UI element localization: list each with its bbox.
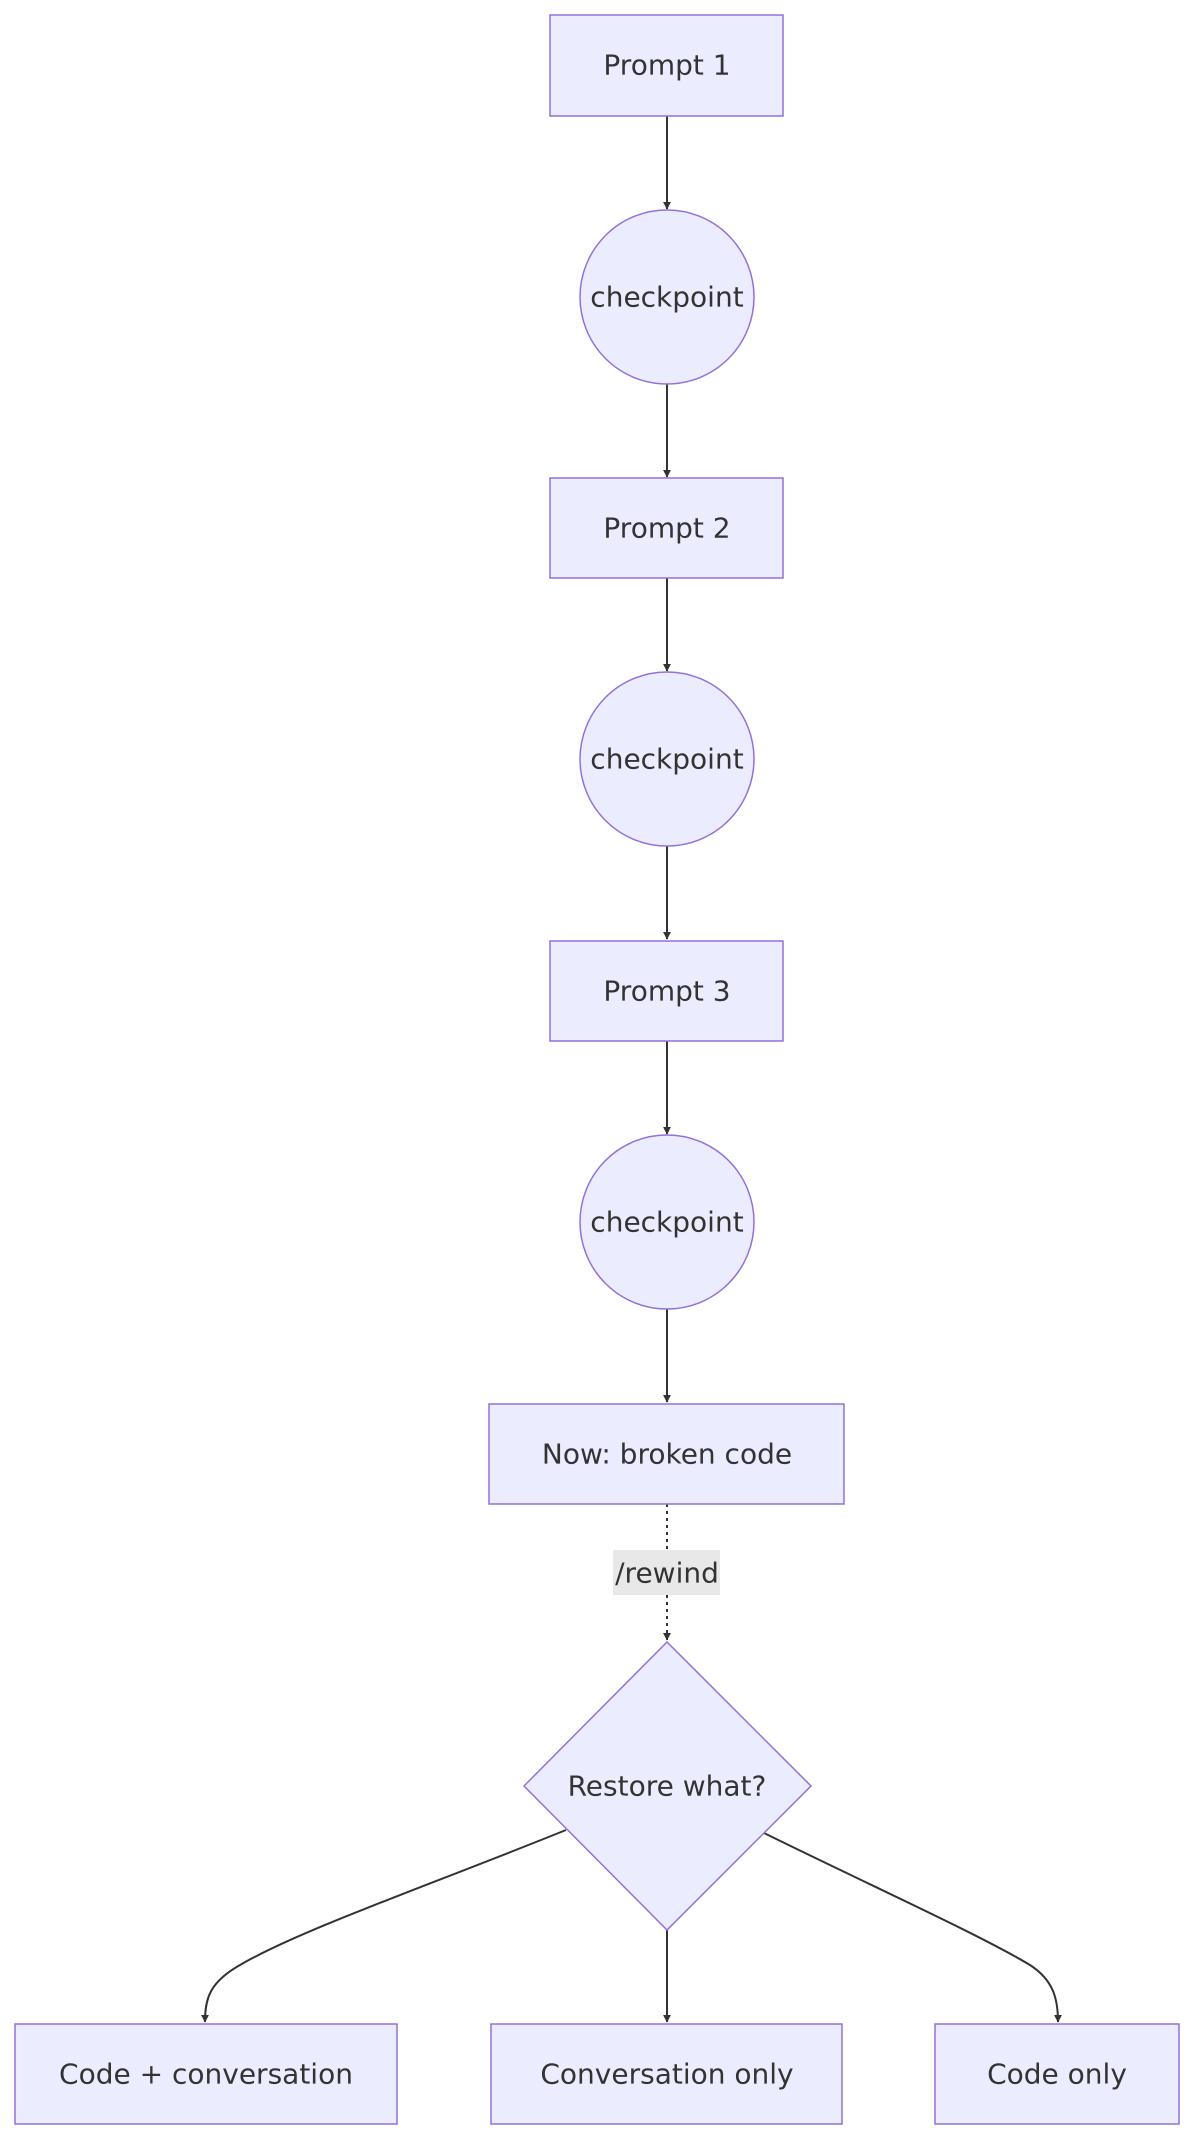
node-prompt-2: Prompt 2 [549,477,784,579]
node-now-broken-code-label: Now: broken code [542,1438,792,1471]
node-prompt-3-label: Prompt 3 [603,975,730,1008]
node-code-conversation-box [14,2023,398,2125]
node-checkpoint-1-circle [579,209,755,385]
node-checkpoint-2-circle [579,671,755,847]
edge-decision-to-code-conversation [201,1829,567,2023]
node-restore-decision-label: Restore what? [568,1770,767,1803]
node-checkpoint-1-label: checkpoint [590,281,743,314]
node-checkpoint-3-label: checkpoint [590,1206,743,1239]
node-conversation-only-box [490,2023,843,2125]
node-restore-decision: Restore what? [522,1640,813,1932]
node-checkpoint-2: checkpoint [579,671,755,847]
node-restore-decision-diamond [522,1640,813,1932]
edge-label-rewind-text: /rewind [615,1557,719,1590]
node-checkpoint-2-label: checkpoint [590,743,743,776]
node-prompt-2-label: Prompt 2 [603,512,730,545]
node-prompt-1-box [549,14,784,117]
edge-label-background [613,1550,720,1595]
node-prompt-1: Prompt 1 [549,14,784,117]
edges [201,116,1062,2023]
node-code-only-box [934,2023,1180,2125]
node-code-conversation-label: Code + conversation [59,2058,353,2091]
node-now-broken-code: Now: broken code [488,1403,845,1505]
node-code-only-label: Code only [987,2058,1127,2091]
node-conversation-only-label: Conversation only [540,2058,793,2091]
node-code-only: Code only [934,2023,1180,2125]
node-prompt-2-box [549,477,784,579]
node-prompt-1-label: Prompt 1 [603,49,730,82]
node-conversation-only: Conversation only [490,2023,843,2125]
node-prompt-3-box [549,940,784,1042]
node-prompt-3: Prompt 3 [549,940,784,1042]
node-checkpoint-3: checkpoint [579,1134,755,1310]
edge-label-rewind: /rewind [613,1550,720,1595]
node-now-broken-code-box [488,1403,845,1505]
node-code-conversation: Code + conversation [14,2023,398,2125]
edge-decision-to-code-only [763,1832,1062,2023]
node-checkpoint-1: checkpoint [579,209,755,385]
node-checkpoint-3-circle [579,1134,755,1310]
